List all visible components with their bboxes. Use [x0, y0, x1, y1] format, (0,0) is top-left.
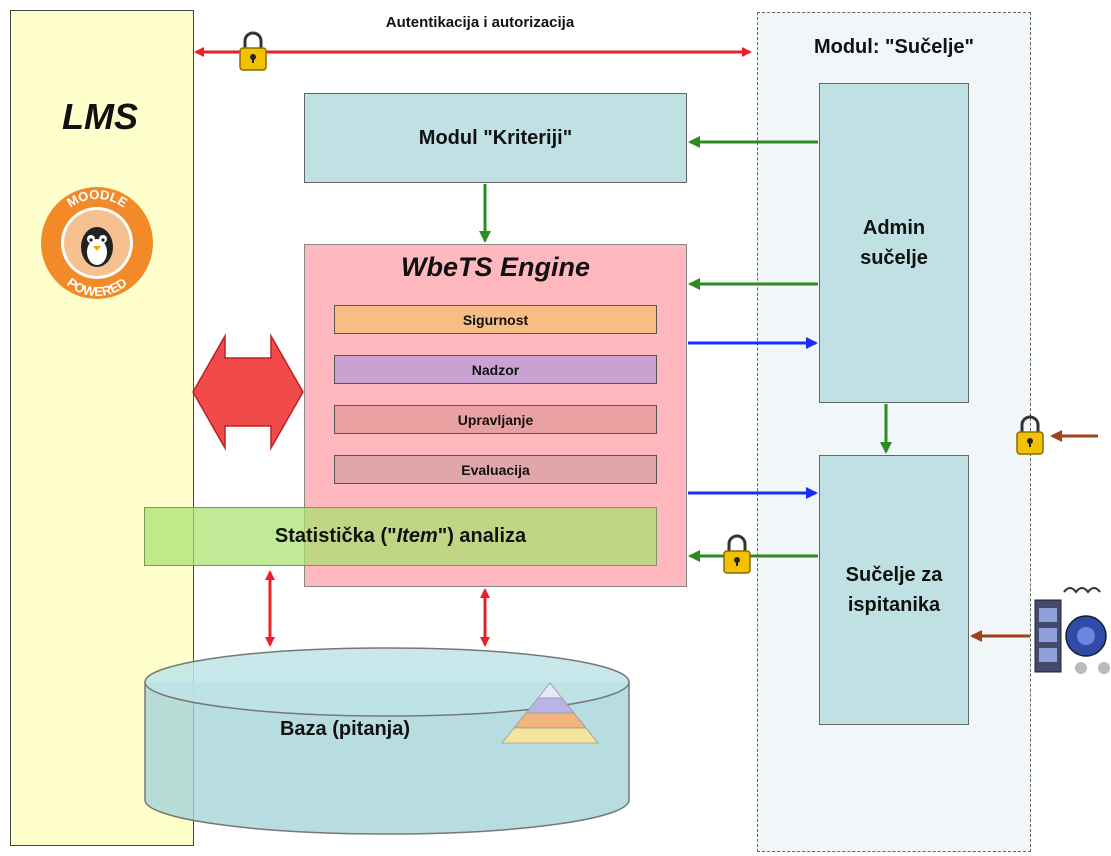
stat-label-item: Item [396, 525, 438, 547]
moodle-logo [41, 187, 153, 299]
svg-text:POWERED: POWERED [64, 275, 129, 300]
engine-component-label: Nadzor [471, 361, 520, 378]
stat-label-before: Statistička (" [274, 525, 397, 547]
engine-component-label: Sigurnost [462, 311, 529, 328]
sucelje-ispitanik-line1: Sučelje za [845, 564, 943, 586]
wbets-engine-title: WbeTS Engine [401, 252, 590, 282]
auth-label: Autentikacija i autorizacija [385, 14, 575, 31]
admin-sucelje-box: Admin sučelje [819, 83, 969, 403]
modul-kriteriji-box: Modul "Kriteriji" [304, 93, 687, 183]
user-device-icon [1034, 587, 1110, 674]
engine-component-evaluacija: Evaluacija [334, 455, 657, 484]
sucelje-ispitanik-line2: ispitanika [847, 594, 941, 616]
engine-component-label: Evaluacija [461, 461, 530, 478]
lms-title: LMS [62, 96, 138, 137]
moodle-logo-top-text: MOODLE [64, 187, 130, 211]
engine-component-label: Upravljanje [457, 411, 534, 428]
engine-component-sigurnost: Sigurnost [334, 305, 657, 334]
stat-label-after: ") analiza [437, 525, 527, 547]
baza-cylinder [144, 647, 630, 835]
engine-component-upravljanje: Upravljanje [334, 405, 657, 434]
sucelje-ispitanik-box: Sučelje za ispitanika [819, 455, 969, 725]
lms-engine-arrow [192, 333, 304, 451]
statisticka-analiza-box: Statistička ("Item") analiza [144, 507, 657, 566]
admin-sucelje-line2: sučelje [860, 247, 928, 269]
moodle-logo-bottom-text: POWERED [64, 275, 129, 300]
pyramid-icon [501, 682, 599, 744]
modul-sucelje-title: Modul: "Sučelje" [813, 36, 975, 58]
modul-kriteriji-label: Modul "Kriteriji" [418, 126, 573, 149]
statisticka-analiza-label: Statistička ("Item") analiza [275, 525, 526, 548]
svg-text:MOODLE: MOODLE [64, 187, 130, 211]
engine-component-nadzor: Nadzor [334, 355, 657, 384]
baza-label: Baza (pitanja) [279, 718, 411, 740]
admin-sucelje-line1: Admin [862, 217, 926, 239]
